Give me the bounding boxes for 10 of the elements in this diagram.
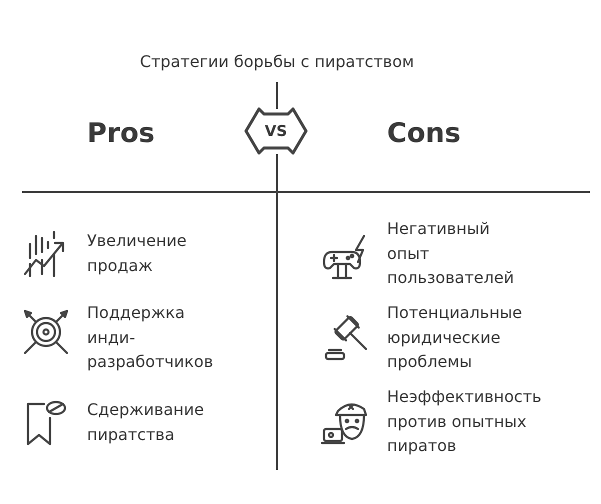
list-item-text: Негативный опыт пользователей <box>387 218 516 289</box>
column-heading: Pros <box>87 118 155 150</box>
title: Стратегии борьбы с пиратством <box>140 52 414 72</box>
list-item-text: Поддержка инди-разработчиков <box>87 302 214 373</box>
list-item-text: Потенциальные юридические проблемы <box>387 302 524 373</box>
list-item-text: Увеличение продаж <box>87 230 188 276</box>
list-item-text: Неэффективность против опытных пиратов <box>387 386 542 457</box>
column-heading: Cons <box>387 118 461 150</box>
list-item-text: Сдерживание пиратства <box>87 399 205 446</box>
vs-badge: VS <box>244 106 308 156</box>
